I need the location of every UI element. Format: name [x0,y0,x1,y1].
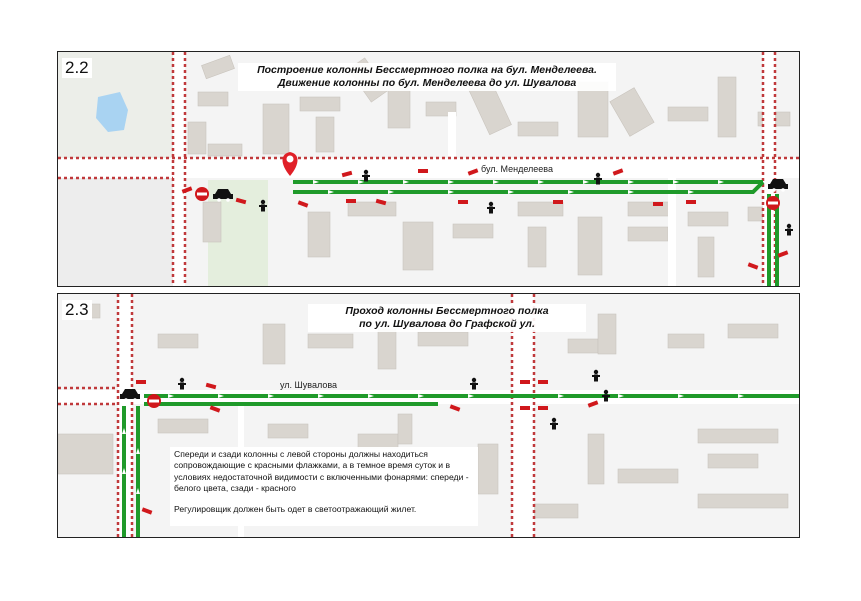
traffic-controller-icon [178,369,610,430]
map-canvas-2-3 [58,294,799,537]
car-icon [213,189,233,202]
panel-label: 2.3 [62,300,92,320]
buildings [187,54,791,278]
no-entry-icon [195,187,209,201]
note-paragraph: Спереди и сзади колонны с левой стороны … [174,449,469,494]
street-label: ул. Шувалова [280,380,338,390]
road-edges [58,294,536,537]
panel-title-line: Проход колонны Бессмертного полка [345,305,549,317]
car-icon [768,179,788,192]
note-paragraph: Регулировщик должен быть одет в светоотр… [174,503,417,514]
barrier-icon [181,168,789,270]
map-panel-2-2: 2.2 Построение колонны Бессмертного полк… [57,51,800,287]
panel-title: Проход колонны Бессмертного полка по ул.… [308,304,586,332]
direction-arrow-icon [313,180,724,194]
pond [96,92,128,132]
barrier-icon [136,380,599,515]
panel-title-line: Движение колонны по бул. Менделеева до у… [277,77,577,89]
buildings [58,303,789,519]
direction-arrow-icon [122,394,744,494]
panel-title: Построение колонны Бессмертного полка на… [238,63,616,91]
location-pin-icon[interactable] [282,152,298,176]
map-panel-2-3: 2.3 Проход колонны Бессмертного полка по… [57,293,800,538]
street-label: бул. Менделеева [481,164,553,174]
car-icon [120,389,140,402]
traffic-controller-icon [259,169,793,236]
panel-title-line: по ул. Шувалова до Графской ул. [359,318,535,330]
no-entry-icon [147,394,161,408]
route-line[interactable] [293,180,779,286]
map-canvas-2-2 [58,52,799,286]
panel-label: 2.2 [62,58,92,78]
panel-title-line: Построение колонны Бессмертного полка на… [257,64,597,76]
instructions-note: Спереди и сзади колонны с левой стороны … [170,447,478,527]
no-entry-icon [766,196,780,210]
